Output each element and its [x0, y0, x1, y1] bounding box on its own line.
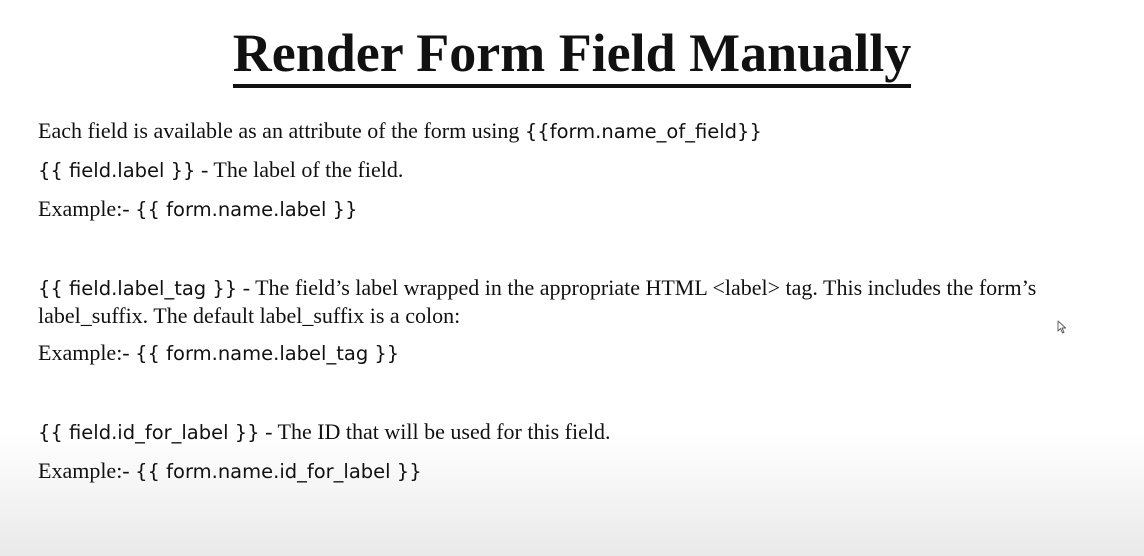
- field-label-tag-text: - The field’s label wrapped in the appro…: [38, 275, 1037, 328]
- field-id-for-label-example: Example:- {{ form.name.id_for_label }}: [38, 457, 1104, 485]
- field-label-text: - The label of the field.: [195, 157, 404, 182]
- mouse-pointer-icon: [1057, 320, 1067, 334]
- field-label-tag-example-prefix: Example:-: [38, 340, 136, 365]
- field-id-for-label-example-code: {{ form.name.id_for_label }}: [135, 460, 422, 483]
- field-attribute-line: Each field is available as an attribute …: [38, 117, 1104, 145]
- field-label-tag-code: {{ field.label_tag }}: [38, 277, 238, 300]
- field-id-for-label-code: {{ field.id_for_label }}: [38, 421, 260, 444]
- field-id-for-label-line: {{ field.id_for_label }} - The ID that w…: [38, 418, 1104, 446]
- field-attribute-text: Each field is available as an attribute …: [38, 118, 525, 143]
- field-label-tag-line: {{ field.label_tag }} - The field’s labe…: [38, 274, 1104, 329]
- field-label-example-code: {{ form.name.label }}: [135, 198, 358, 221]
- field-label-code: {{ field.label }}: [38, 159, 196, 182]
- field-label-line: {{ field.label }} - The label of the fie…: [38, 156, 1104, 184]
- field-label-tag-example: Example:- {{ form.name.label_tag }}: [38, 339, 1104, 367]
- field-attribute-code: {{form.name_of_field}}: [524, 120, 762, 143]
- slide-title: Render Form Field Manually: [0, 18, 1144, 88]
- field-id-for-label-example-prefix: Example:-: [38, 458, 136, 483]
- field-label-tag-example-code: {{ form.name.label_tag }}: [135, 342, 400, 365]
- field-id-for-label-text: - The ID that will be used for this fiel…: [259, 419, 611, 444]
- field-label-example-prefix: Example:-: [38, 196, 136, 221]
- slide-title-text: Render Form Field Manually: [232, 22, 912, 88]
- field-label-example: Example:- {{ form.name.label }}: [38, 195, 1104, 223]
